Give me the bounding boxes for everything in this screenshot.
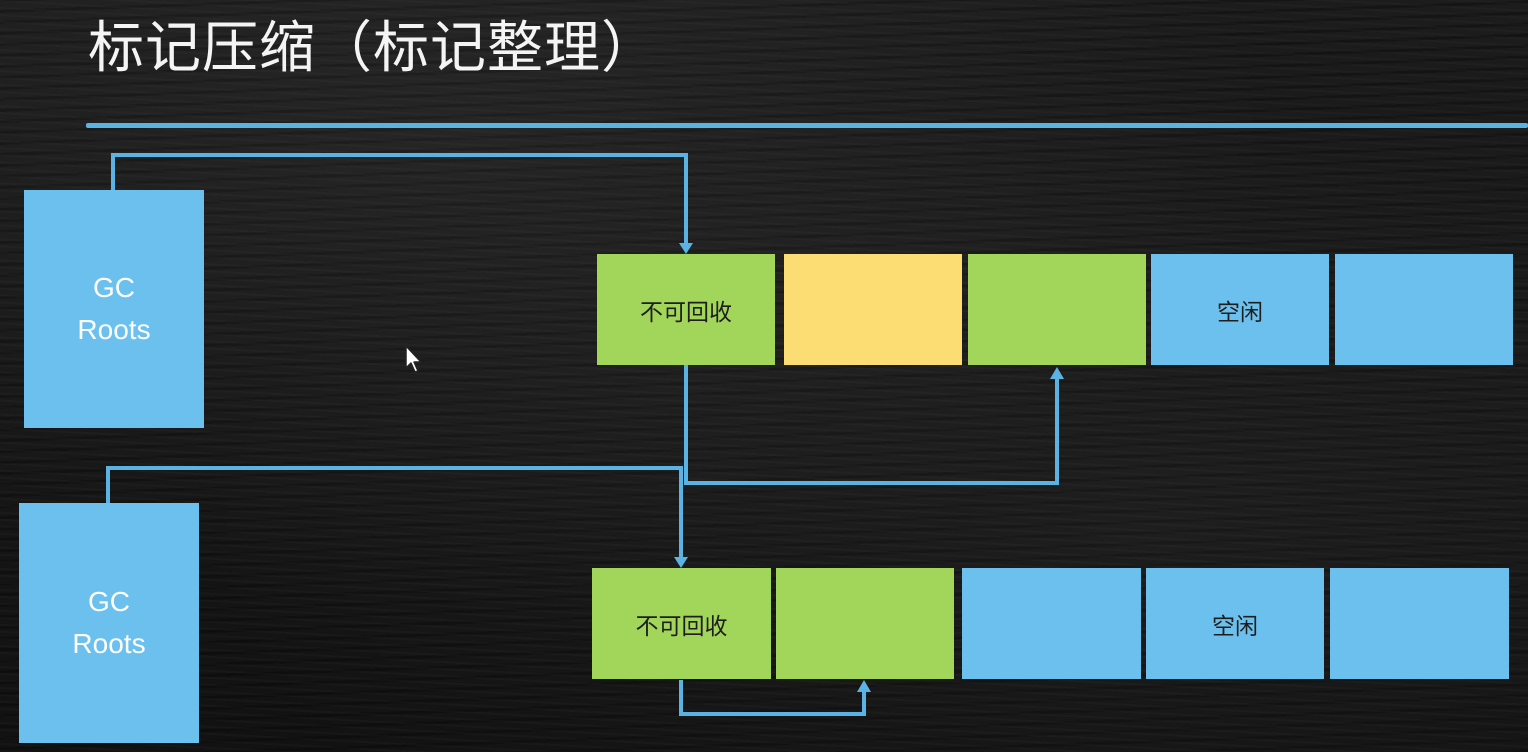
mouse-cursor-icon: [405, 345, 422, 373]
block-label: 空闲: [1212, 613, 1258, 640]
memory-block-free: [1330, 568, 1509, 679]
memory-block-free: 空闲: [1146, 568, 1324, 679]
gc-roots-box-bottom: GC Roots: [19, 503, 199, 743]
title-underline: [86, 123, 1528, 128]
memory-block-live: [968, 254, 1146, 365]
gc-roots-label-line2: Roots: [72, 628, 146, 659]
block-label: 不可回收: [635, 613, 728, 640]
memory-block-live: 不可回收: [597, 254, 775, 365]
memory-block-free: [1335, 254, 1513, 365]
slide-title: 标记压缩（标记整理）: [88, 16, 658, 81]
memory-block-free: [962, 568, 1141, 679]
bottom-root-reference-arrow: [106, 466, 683, 560]
memory-block-live: [776, 568, 954, 679]
block-label: 空闲: [1217, 299, 1263, 326]
memory-block-garbage: [784, 254, 962, 365]
gc-roots-label-line1: GC: [93, 272, 135, 303]
gc-roots-box-top: GC Roots: [24, 190, 204, 428]
memory-block-live: 不可回收: [592, 568, 771, 679]
top-root-reference-arrow: [111, 153, 688, 246]
block-label: 不可回收: [640, 299, 732, 326]
gc-roots-label-line1: GC: [88, 586, 130, 617]
gc-roots-label-line2: Roots: [77, 314, 151, 345]
top-object-reference-arrow: [684, 365, 1059, 485]
bottom-object-reference-arrow: [679, 680, 866, 716]
memory-block-free: 空闲: [1151, 254, 1329, 365]
